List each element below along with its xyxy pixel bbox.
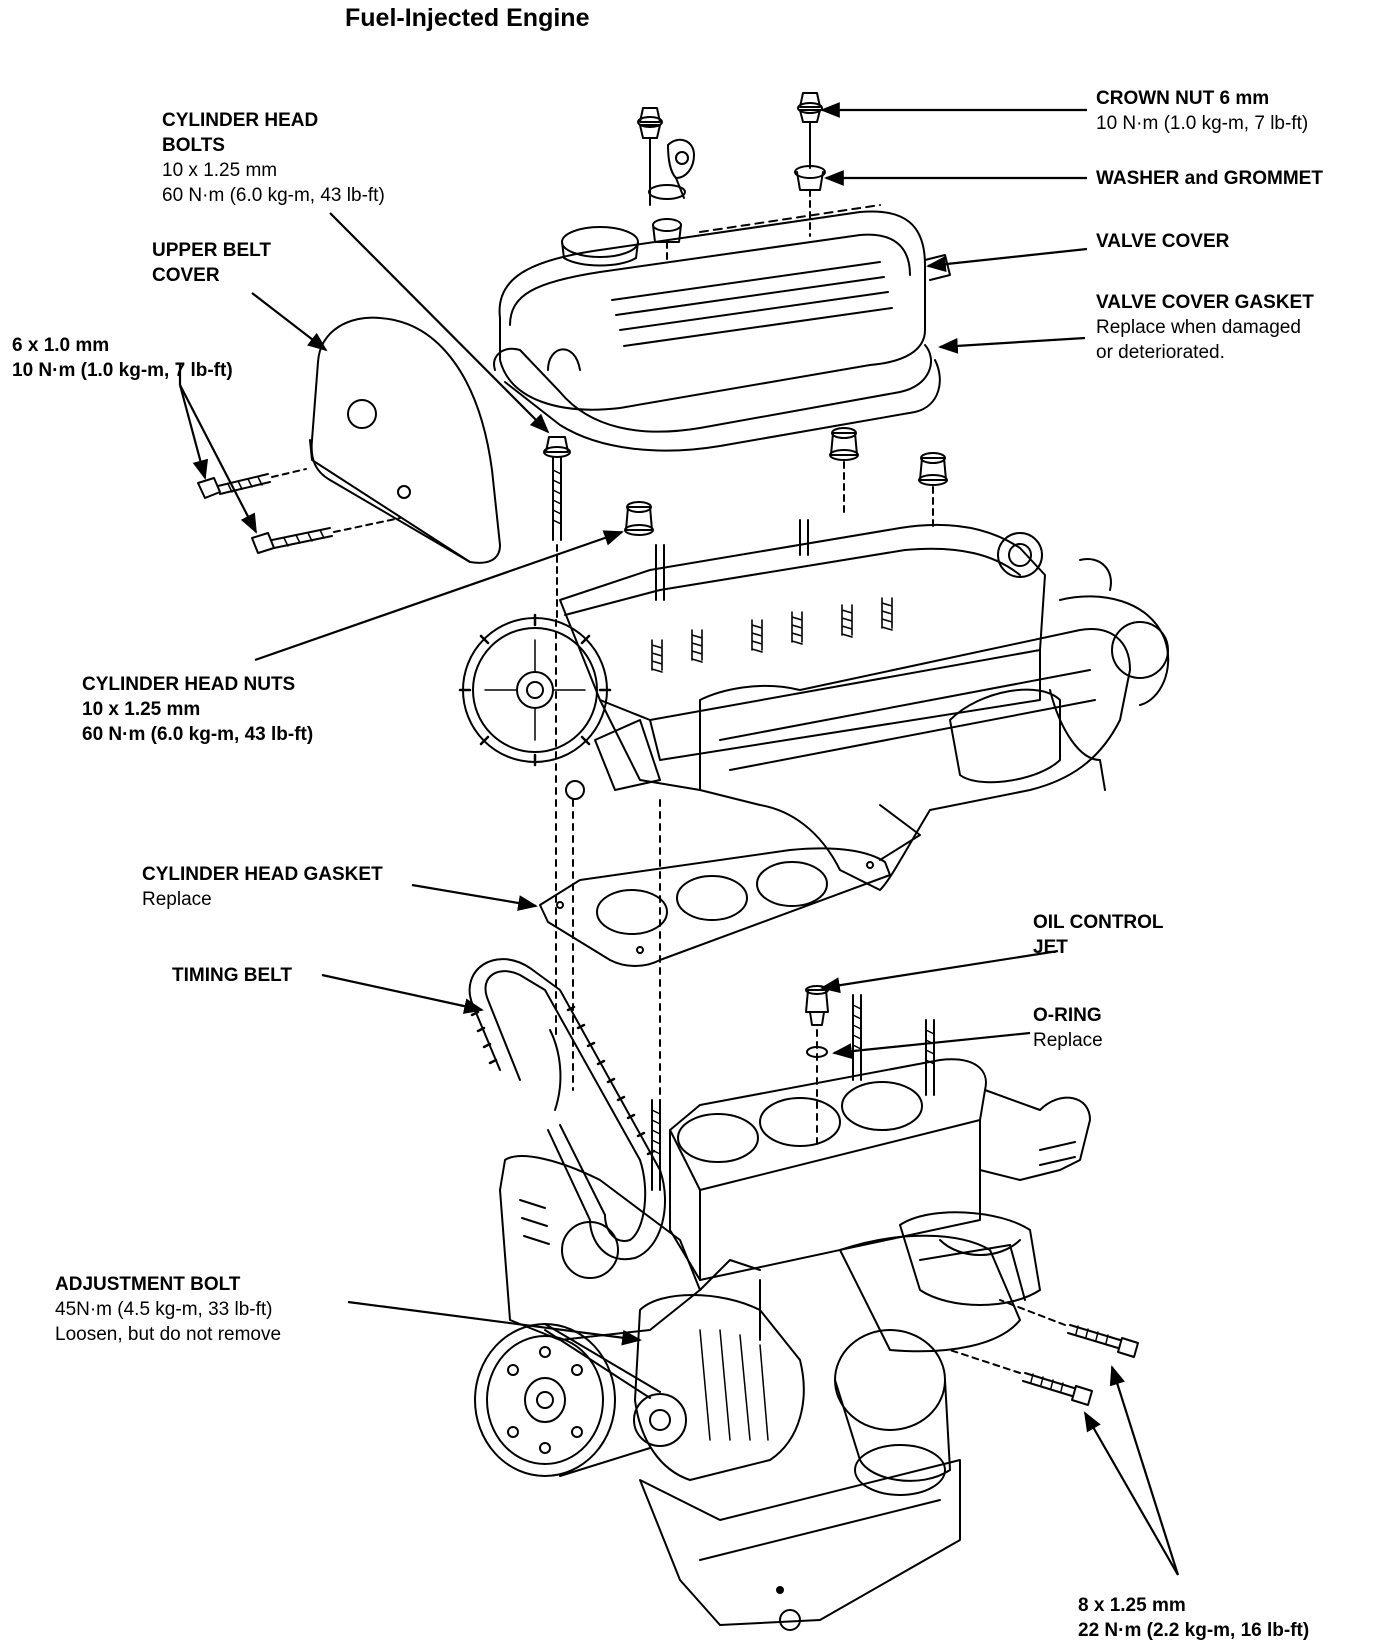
head-nut-front: [624, 501, 654, 536]
breather-clip: [667, 138, 695, 199]
callout-timing-belt: TIMING BELT: [172, 965, 292, 986]
callout-oil-control-jet: OIL CONTROL JET: [1033, 912, 1164, 958]
alternator: [633, 1259, 805, 1481]
leader-o-ring: [832, 1031, 1031, 1060]
callout-adjustment-bolt: ADJUSTMENT BOLT 45N·m (4.5 kg-m, 33 lb-f…: [55, 1274, 282, 1345]
leader-cylinder-head-gasket: [411, 883, 538, 911]
cover-bolt-lower: [251, 517, 401, 554]
head-nut-rear-1: [829, 427, 859, 516]
leader-mount-bolt-upper: [1109, 1365, 1180, 1576]
callout-cylinder-head-gasket: CYLINDER HEAD GASKET Replace: [142, 864, 383, 910]
callout-valve-cover-gasket: VALVE COVER GASKET Replace when damaged …: [1096, 292, 1314, 363]
callout-mount-bolts: 8 x 1.25 mm 22 N·m (2.2 kg-m, 16 lb-ft): [1078, 1595, 1310, 1641]
washer-grommet-left: [648, 184, 686, 265]
upper-belt-cover: [309, 316, 501, 564]
intake-manifold: [699, 532, 1170, 891]
diagram-title: Fuel-Injected Engine: [345, 4, 590, 32]
drain-plug: [776, 1586, 784, 1594]
leader-cover-bolt-upper: [178, 384, 209, 480]
leader-valve-cover-gasket: [938, 336, 1086, 354]
leader-valve-cover: [926, 247, 1088, 272]
callout-valve-cover: VALVE COVER: [1096, 231, 1230, 252]
leader-mount-bolt-lower: [1084, 1411, 1179, 1576]
cylinder-head-bolt: [543, 436, 571, 621]
lower-belt-cover: [499, 1155, 701, 1341]
callout-cylinder-head-nuts: CYLINDER HEAD NUTS 10 x 1.25 mm 60 N·m (…: [82, 674, 314, 745]
oil-control-jet: [805, 985, 829, 1151]
cover-bolt-upper: [197, 468, 307, 499]
crown-nut-right: [794, 92, 826, 237]
leader-upper-belt-cover: [251, 292, 328, 352]
valve-cover-gasket: [493, 344, 941, 452]
cylinder-head-gasket: [539, 847, 891, 967]
leader-oil-control-jet: [820, 949, 1059, 994]
leader-cover-bolt-lower: [179, 384, 257, 534]
crankshaft-pulley: [474, 1323, 661, 1477]
leader-adjustment-bolt: [347, 1300, 642, 1346]
leader-cylinder-head-nuts: [254, 530, 624, 662]
o-ring: [806, 1046, 828, 1058]
callout-cylinder-head-bolts: CYLINDER HEAD BOLTS 10 x 1.25 mm 60 N·m …: [162, 110, 385, 206]
block-studs: [651, 994, 935, 1191]
callout-upper-belt-cover: UPPER BELT COVER: [152, 240, 271, 286]
callout-crown-nut: CROWN NUT 6 mm 10 N·m (1.0 kg-m, 7 lb-ft…: [1096, 88, 1309, 134]
callout-o-ring: O-RING Replace: [1033, 1005, 1103, 1051]
callout-cover-bolts: 6 x 1.0 mm 10 N·m (1.0 kg-m, 7 lb-ft): [12, 335, 233, 381]
camshaft-pulley: [458, 613, 661, 800]
callout-washer-grommet: WASHER and GROMMET: [1096, 168, 1323, 189]
head-nut-rear-2: [918, 452, 948, 531]
oil-filter: [834, 1329, 951, 1496]
valve-cover: [498, 204, 951, 411]
cylinder-head: [559, 519, 1046, 791]
leader-timing-belt: [321, 973, 484, 1014]
oil-pan: [639, 1459, 961, 1631]
mount-bolt-lower: [949, 1349, 1093, 1406]
mount-bolt-upper: [999, 1299, 1139, 1358]
engine-block: [669, 1058, 1091, 1353]
leader-cylinder-head-bolts: [329, 212, 550, 434]
timing-belt: [468, 958, 667, 1261]
engine-mount-bracket: [899, 1211, 1041, 1306]
